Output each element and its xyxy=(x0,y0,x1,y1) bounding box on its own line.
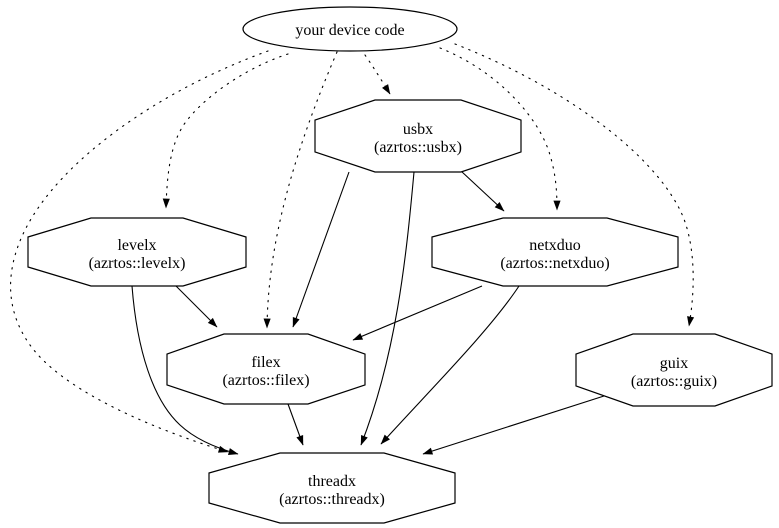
edge-usbx-to-threadx xyxy=(360,171,415,446)
octagon-shape xyxy=(166,333,366,405)
node-label: your device code xyxy=(295,22,404,39)
node-label: threadx xyxy=(308,473,356,490)
edge-netxduo-to-threadx xyxy=(380,285,520,445)
node-netxduo: netxduo (azrtos::netxduo) xyxy=(431,217,679,287)
edge-levelx-to-threadx xyxy=(131,285,239,455)
node-label: guix xyxy=(660,355,688,372)
node-filex: filex (azrtos::filex) xyxy=(166,333,366,405)
octagon-shape xyxy=(314,99,522,173)
node-label: netxduo xyxy=(529,237,581,254)
edge-usbx-to-netxduo xyxy=(460,170,505,212)
octagon-shape xyxy=(575,333,773,407)
octagon-shape xyxy=(431,217,679,287)
node-usbx: usbx (azrtos::usbx) xyxy=(314,99,522,173)
octagon-shape xyxy=(27,217,247,287)
node-sublabel: (azrtos::usbx) xyxy=(374,139,462,156)
octagon-shape xyxy=(208,452,456,524)
edge-device-code-to-filex xyxy=(263,51,338,329)
edge-guix-to-threadx xyxy=(422,395,605,455)
node-levelx: levelx (azrtos::levelx) xyxy=(27,217,247,287)
node-label: usbx xyxy=(403,121,433,138)
edge-filex-to-threadx xyxy=(287,403,304,446)
node-sublabel: (azrtos::guix) xyxy=(631,373,717,390)
node-sublabel: (azrtos::levelx) xyxy=(89,255,186,272)
node-your-device-code: your device code xyxy=(242,6,458,52)
edge-device-code-to-usbx xyxy=(364,54,391,95)
node-sublabel: (azrtos::filex) xyxy=(222,372,309,389)
edge-device-code-to-threadx xyxy=(10,50,269,453)
ellipse-shape xyxy=(242,6,458,52)
edge-netxduo-to-filex xyxy=(352,285,483,341)
node-sublabel: (azrtos::threadx) xyxy=(279,491,385,508)
node-guix: guix (azrtos::guix) xyxy=(575,333,773,407)
edge-device-code-to-guix xyxy=(454,43,695,327)
edge-device-code-to-levelx xyxy=(162,53,289,209)
edge-usbx-to-filex xyxy=(292,171,350,328)
node-sublabel: (azrtos::netxduo) xyxy=(500,255,609,272)
node-label: levelx xyxy=(117,237,156,254)
edge-device-code-to-netxduo xyxy=(439,47,561,211)
node-threadx: threadx (azrtos::threadx) xyxy=(208,452,456,524)
node-label: filex xyxy=(251,354,280,371)
edge-levelx-to-filex xyxy=(175,285,218,328)
